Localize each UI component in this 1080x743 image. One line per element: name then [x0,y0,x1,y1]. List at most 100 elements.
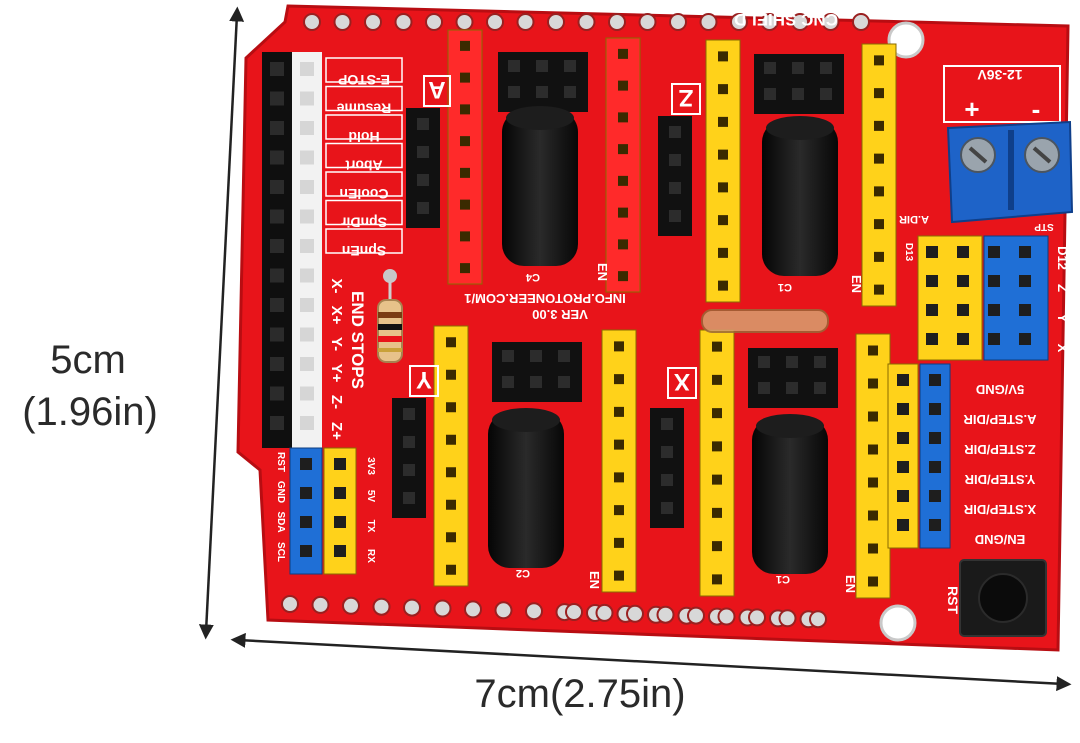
power-plus-label: + [964,94,979,124]
control-label-box [325,114,403,140]
d13-label: D13 [903,243,914,262]
socket-header [601,329,637,593]
control-pin-label: Hold [348,129,379,145]
socket-hole [868,543,878,554]
socket-hole [874,186,884,197]
header-pin [403,492,415,504]
header-pin [300,62,314,76]
header-pin [300,180,314,194]
solder-pad [791,13,809,31]
socket-hole [874,120,884,131]
header-pin [929,490,941,502]
solder-pad [852,13,870,31]
solder-pad [281,595,299,613]
header-pin [764,88,776,100]
socket-hole [460,104,470,115]
control-label-box [325,85,403,112]
header-pin [929,374,941,386]
microstep-jumpers [917,235,1049,361]
cap-label: C4 [525,271,540,283]
step-dir-labels: 5V/GNDA.STEP/DIRZ.STEP/DIRY.STEP/DIRX.ST… [963,382,1037,547]
socket-header [447,29,483,285]
control-pin-label: E-STOP [338,72,390,88]
socket-hole [446,532,456,543]
header-pin [270,150,284,165]
socket-hole [614,341,624,352]
header-pin [661,446,673,458]
socket-hole [712,408,722,419]
axis-label-x: X [674,368,690,395]
header-pin [929,403,941,415]
socket-hole [718,280,728,291]
i2c-right-label: TX [365,520,376,533]
power-minus-label: - [1032,94,1041,124]
top-solder-pads [303,13,870,31]
header-pin [270,268,284,283]
socket-hole [460,263,470,274]
solder-pad [821,13,840,31]
header-pin [508,86,520,98]
socket-hole [446,434,456,445]
socket-hole [868,378,878,389]
solder-pad [372,597,391,616]
enable-label: EN [587,571,602,589]
width-dimension-arrow [230,632,1072,692]
header-pin [1019,333,1031,345]
socket-hole [614,505,624,516]
header-pin [270,121,284,135]
control-pin-label: CoolEn [340,186,389,202]
header-pin [417,174,429,186]
socket-hole [868,576,878,587]
header-pin [564,60,576,72]
i2c-right-label: 5V [365,490,376,503]
header-pin [502,350,514,362]
header-pin [792,88,804,100]
solder-pad [494,601,513,620]
header-pin [661,418,673,430]
header-pin [669,126,681,138]
socket-hole [618,112,628,123]
i2c-right-label: RX [365,549,376,563]
socket-hole [712,507,722,518]
step-dir-label: X.STEP/DIR [963,502,1036,517]
socket-hole [868,345,878,356]
socket-hole [874,88,884,99]
header-pin [929,461,941,473]
height-dimension-arrow [198,6,245,640]
i2c-left-label: GND [275,481,286,503]
socket-hole [718,84,728,95]
header-pin [300,416,314,430]
header-pin [929,432,941,444]
socket-hole [614,537,624,548]
solder-pad [455,13,474,31]
socket-header [605,37,641,293]
width-label: 7cm(2.75in) [474,672,686,716]
solder-pad [669,13,687,31]
header-pin [270,62,284,76]
control-label-box [325,142,403,169]
solder-pad [333,13,352,31]
end-stops-title: END STOPS [348,291,367,389]
socket-hole [712,341,722,352]
header-pin [417,118,429,130]
i2c-left-label: RST [275,452,286,472]
solder-pad [656,605,675,624]
solder-pad [403,598,421,617]
solder-pad [342,596,360,615]
solder-pad [626,604,644,623]
header-pin [300,327,314,342]
header-pin [926,275,938,287]
solder-pad [547,13,565,31]
header-pin [508,60,520,72]
end-stop-label: Z- [328,395,345,409]
solder-pad [687,606,705,625]
header-pin [926,246,938,258]
socket-hole [446,467,456,478]
solder-pad [608,13,626,31]
solder-pad [433,599,452,618]
step-dir-label: 5V/GND [976,382,1024,397]
step-dir-yellow-header [887,363,919,549]
socket-hole [868,444,878,455]
header-pin [530,376,542,388]
electrolytic-capacitor [752,418,828,574]
